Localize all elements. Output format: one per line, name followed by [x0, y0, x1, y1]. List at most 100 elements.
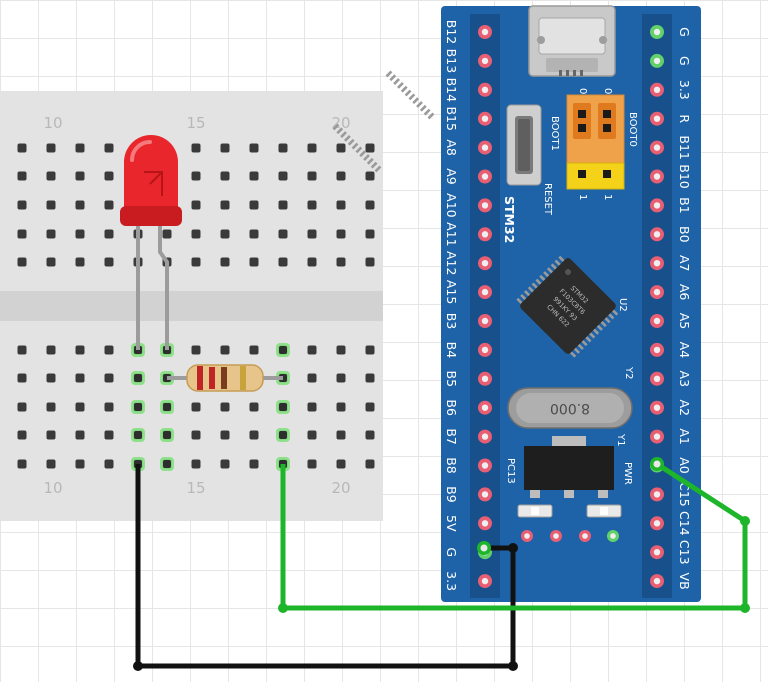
- pin-hole: [481, 144, 489, 151]
- right-pin-label: A0: [677, 457, 692, 474]
- connected-hole: [279, 431, 287, 439]
- breadboard-hole: [365, 345, 375, 355]
- pin-hole: [481, 260, 489, 267]
- breadboard-hole: [191, 430, 201, 440]
- column-number-top-15: 15: [186, 114, 205, 132]
- breadboard-hole: [104, 459, 114, 469]
- breadboard-center-channel: [0, 291, 383, 321]
- connected-hole: [134, 431, 142, 439]
- breadboard-hole: [336, 200, 346, 210]
- breadboard-hole: [46, 402, 56, 412]
- breadboard-hole: [249, 402, 259, 412]
- breadboard-hole: [46, 200, 56, 210]
- pc13-label: PC13: [505, 458, 516, 484]
- right-pin-label: A4: [677, 342, 692, 359]
- pin-hole: [653, 202, 661, 209]
- breadboard-hole: [17, 459, 27, 469]
- breadboard-hole: [336, 143, 346, 153]
- left-pin-label: B5: [444, 371, 459, 388]
- connected-hole: [134, 374, 142, 382]
- breadboard-hole: [220, 229, 230, 239]
- breadboard-hole: [307, 200, 317, 210]
- breadboard-hole: [191, 171, 201, 181]
- pwr-led: [586, 504, 622, 518]
- right-pin-label: A7: [677, 255, 692, 272]
- breadboard-hole: [104, 402, 114, 412]
- pc13-led: [517, 504, 553, 518]
- breadboard-hole: [46, 373, 56, 383]
- pin-hole: [653, 57, 661, 65]
- microcontroller-chip: STM32 F103C8T6 991KY 93 CHN 622: [332, 70, 619, 358]
- column-number-bottom-10: 10: [43, 479, 62, 497]
- breadboard-hole: [104, 229, 114, 239]
- breadboard-hole: [365, 430, 375, 440]
- pin-hole: [481, 115, 489, 122]
- pin-hole: [481, 57, 489, 65]
- breadboard-hole: [307, 143, 317, 153]
- left-pin-label: 3.3: [444, 571, 459, 591]
- left-pin-label: B7: [444, 428, 459, 445]
- right-pin-label: A6: [677, 284, 692, 301]
- wire-endpoints: [133, 457, 750, 671]
- breadboard-hole: [17, 171, 27, 181]
- left-pin-label: A12: [444, 251, 459, 275]
- left-pin-label: A11: [444, 222, 459, 246]
- breadboard-hole: [75, 459, 85, 469]
- breadboard-hole: [249, 229, 259, 239]
- breadboard-hole: [249, 171, 259, 181]
- breadboard-hole: [17, 229, 27, 239]
- breadboard-hole: [249, 257, 259, 267]
- connected-holes: [131, 343, 290, 471]
- pin-hole: [481, 317, 489, 325]
- breadboard-hole: [104, 200, 114, 210]
- left-pin-label: B3: [444, 313, 459, 330]
- left-pin-label: A10: [444, 193, 459, 218]
- connected-hole: [163, 460, 171, 468]
- right-pin-label: 3.3: [677, 80, 692, 100]
- right-pin-label: B11: [677, 135, 692, 159]
- left-pin-label: B13: [444, 49, 459, 73]
- breadboard-hole: [75, 200, 85, 210]
- pin-hole: [653, 115, 661, 122]
- breadboard-hole: [220, 459, 230, 469]
- breadboard-hole: [17, 257, 27, 267]
- crystal-oscillator: 8.000: [507, 387, 633, 429]
- pin-hole: [481, 462, 489, 469]
- pin-hole: [481, 404, 489, 411]
- breadboard-hole: [249, 345, 259, 355]
- breadboard-hole: [365, 229, 375, 239]
- crystal-label: 8.000: [550, 400, 590, 416]
- left-pin-label: A15: [444, 280, 459, 304]
- right-pin-label: A3: [677, 371, 692, 388]
- pin-hole: [481, 577, 489, 585]
- pin-hole: [653, 346, 661, 354]
- breadboard-hole: [46, 345, 56, 355]
- right-pin-label: R: [677, 114, 692, 123]
- left-pin-label: B12: [444, 20, 459, 44]
- pin-hole: [653, 231, 661, 238]
- svg-text:1: 1: [602, 194, 613, 200]
- connected-hole: [279, 403, 287, 411]
- boot1-label: BOOT1: [549, 116, 560, 151]
- breadboard-hole: [307, 257, 317, 267]
- right-pin-header: [642, 14, 672, 598]
- breadboard-hole: [75, 402, 85, 412]
- breadboard-hole: [220, 143, 230, 153]
- connected-hole: [279, 346, 287, 354]
- breadboard-hole: [17, 345, 27, 355]
- boot0-label: BOOT0: [627, 112, 638, 147]
- breadboard-hole: [336, 402, 346, 412]
- right-pin-label: A5: [677, 313, 692, 330]
- right-pin-label: G: [677, 27, 692, 37]
- breadboard-hole: [336, 430, 346, 440]
- breadboard-hole: [220, 257, 230, 267]
- left-pin-label: G: [444, 547, 459, 557]
- left-pin-label: B9: [444, 486, 459, 503]
- breadboard-hole: [17, 373, 27, 383]
- column-number-top-10: 10: [43, 114, 62, 132]
- right-pin-label: B0: [677, 226, 692, 243]
- breadboard-hole: [191, 257, 201, 267]
- pin-hole: [481, 491, 489, 498]
- voltage-regulator: [524, 436, 614, 498]
- breadboard-hole: [75, 143, 85, 153]
